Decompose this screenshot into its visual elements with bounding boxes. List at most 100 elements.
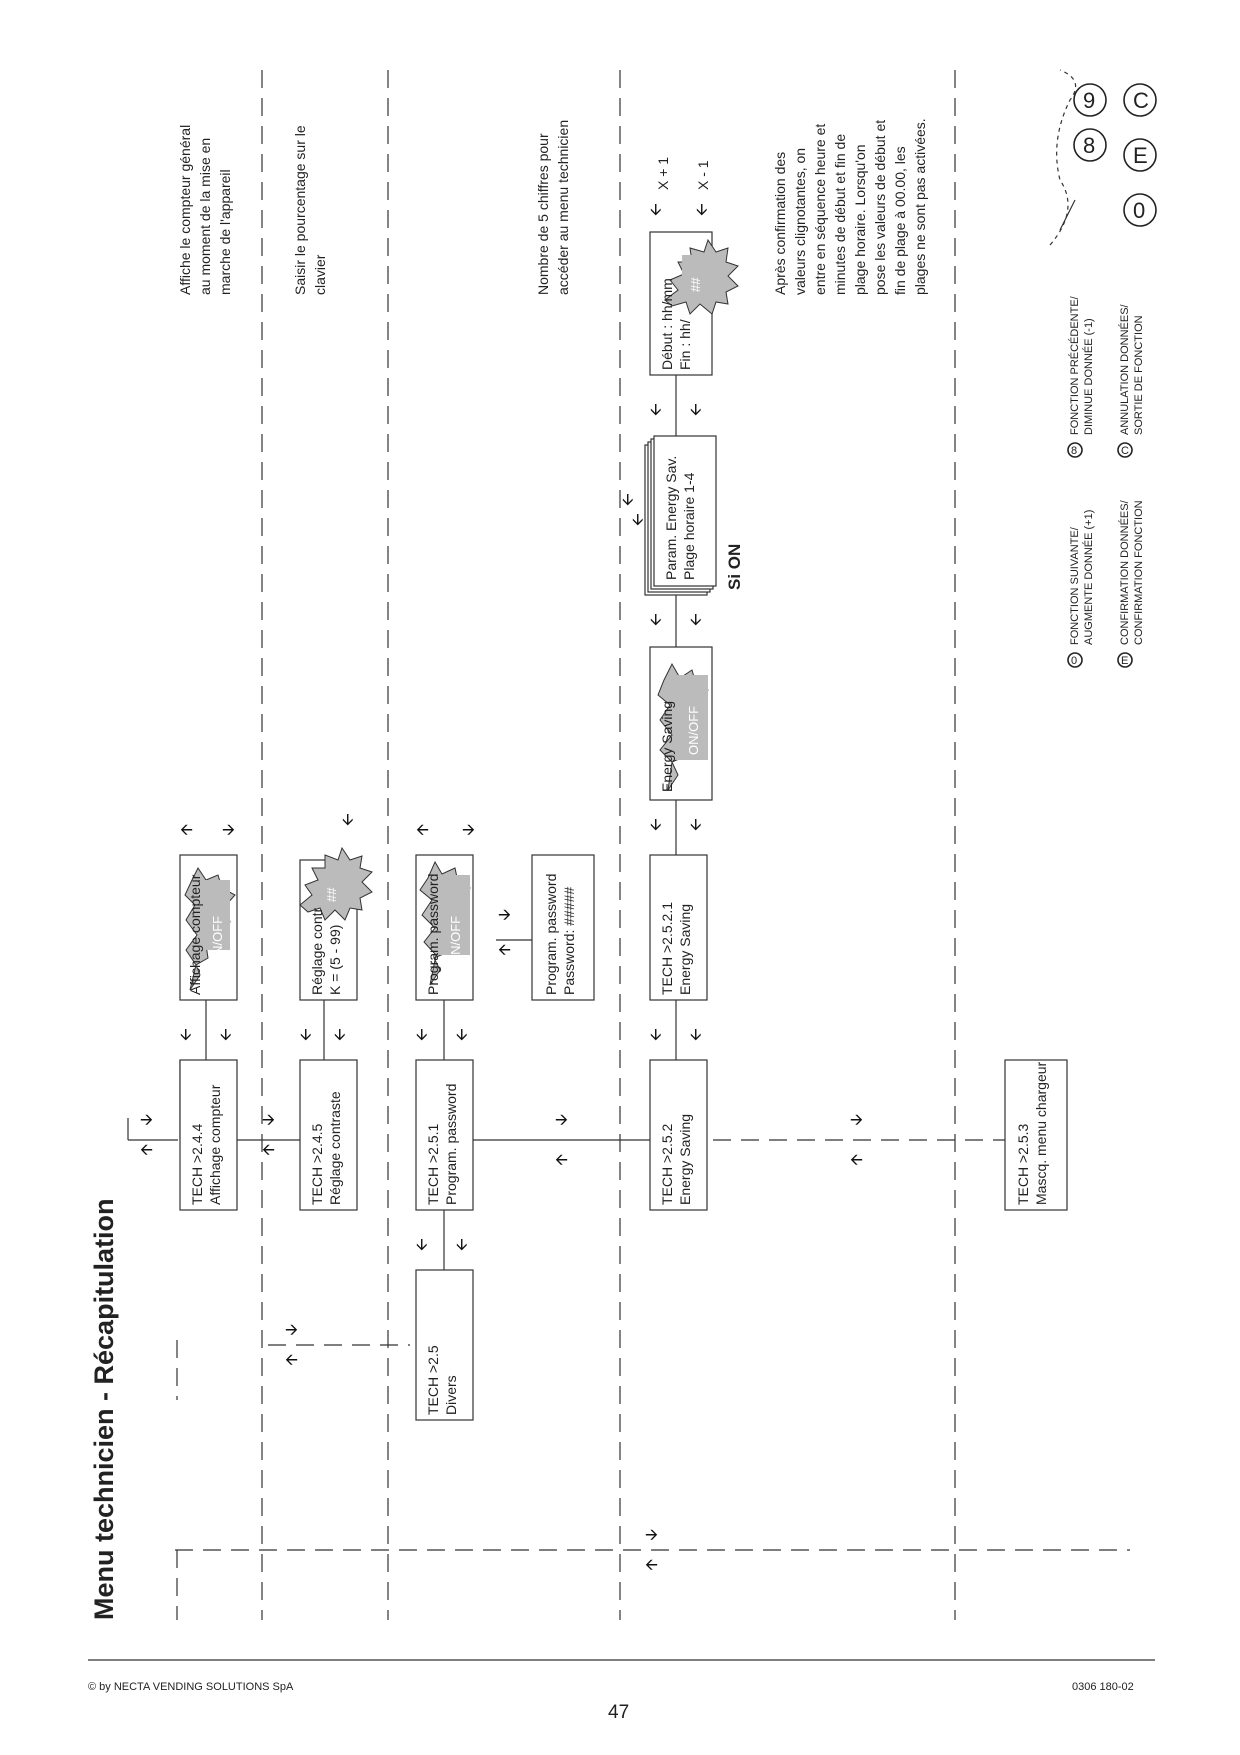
node-tech-2-5-line2: Divers xyxy=(443,1375,459,1415)
page-title: Menu technicien - Récapitulation xyxy=(89,1198,119,1620)
node-program-password-label: Program. password xyxy=(425,874,441,995)
arrow-up-icon: 🡫 xyxy=(650,815,662,834)
svg-text:8: 8 xyxy=(1071,445,1077,457)
arrow-down-icon: 🡫 xyxy=(334,1025,346,1044)
node-tech-2-4-5-line1: TECH >2.4.5 xyxy=(309,1123,325,1205)
node-tech-2-5[interactable]: TECH >2.5 Divers xyxy=(415,1269,474,1421)
node-reglage-contraste-value[interactable]: Réglage contr K = (5 - 99) ## xyxy=(299,846,373,1001)
node-tech-2-4-5[interactable]: TECH >2.4.5 Réglage contraste xyxy=(299,1059,358,1211)
svg-text:CONFIRMATION DONNÉES/: CONFIRMATION DONNÉES/ xyxy=(1118,499,1131,645)
legend: 0 FONCTION SUIVANTE/ AUGMENTE DONNÉE (+1… xyxy=(1049,69,1157,668)
node-tech-2-5-1-line1: TECH >2.5.1 xyxy=(425,1123,441,1205)
svg-text:au moment de la mise en: au moment de la mise en xyxy=(197,138,213,295)
node-energy-saving-value[interactable]: Energy Saving ON/OFF xyxy=(649,646,713,801)
key-9-big-icon xyxy=(1073,83,1107,117)
node-tech-2-5-2-1[interactable]: TECH >2.5.2.1 Energy Saving xyxy=(649,854,708,1001)
node-tech-2-5-3-line2: Mascq. menu chargeur xyxy=(1033,1061,1049,1205)
key-8-big-icon xyxy=(1073,128,1107,162)
svg-text:entre en séquence heure et: entre en séquence heure et xyxy=(812,124,828,295)
node-tech-2-5-3[interactable]: TECH >2.5.3 Mascq. menu chargeur xyxy=(1004,1059,1068,1211)
node-program-password-onoff: ON/OFF xyxy=(448,916,463,965)
svg-text:accéder au menu technicien: accéder au menu technicien xyxy=(555,120,571,295)
arrow-right-icon: 🡪 xyxy=(645,1525,658,1544)
connectors xyxy=(179,375,677,1270)
node-param-energy-sav[interactable]: Param. Energy Sav. Plage horaire 1-4 xyxy=(644,435,717,596)
arrow-up-icon: 🡫 xyxy=(650,1025,662,1044)
arrow-right-icon: 🡪 xyxy=(462,820,475,839)
svg-text:clavier: clavier xyxy=(312,254,328,295)
node-tech-2-5-2-line2: Energy Saving xyxy=(677,1114,693,1205)
svg-text:fin de plage à 00.00, les: fin de plage à 00.00, les xyxy=(892,146,908,295)
key-0-big-icon xyxy=(1123,193,1157,227)
arrow-up-icon: 🡫 xyxy=(650,200,662,219)
svg-text:FONCTION SUIVANTE/: FONCTION SUIVANTE/ xyxy=(1069,526,1081,645)
node-param-energy-sav-line2: Plage horaire 1-4 xyxy=(681,472,697,580)
node-tech-2-5-1[interactable]: TECH >2.5.1 Program. password xyxy=(415,1059,474,1211)
arrow-left-icon: 🡨 xyxy=(850,1150,863,1169)
legend-next: 0 FONCTION SUIVANTE/ AUGMENTE DONNÉE (+1… xyxy=(1067,510,1095,668)
arrow-down-icon: 🡫 xyxy=(696,200,708,219)
legend-confirm: E CONFIRMATION DONNÉES/ CONFIRMATION FON… xyxy=(1117,499,1145,668)
node-plage-horaire-value[interactable]: Début : hh/mm Fin : hh/ ## xyxy=(649,231,739,376)
arrow-glyphs: 🡨 🡪 🡫 🡫 🡨 🡪 🡪 🡨 🡫 🡫 🡫 🡪 🡨 🡫 🡫 🡫 🡫 🡨 🡪 🡪 … xyxy=(140,200,863,1574)
node-tech-2-5-2[interactable]: TECH >2.5.2 Energy Saving xyxy=(649,1059,708,1211)
node-reglage-contraste-range: K = (5 - 99) xyxy=(327,925,343,995)
node-tech-2-4-4-line2: Affichage compteur xyxy=(207,1084,223,1205)
doc-code: 0306 180-02 xyxy=(1072,1681,1134,1693)
node-affichage-compteur-label: Affichage compteur xyxy=(187,874,203,995)
node-tech-2-5-2-1-line1: TECH >2.5.2.1 xyxy=(659,902,675,995)
node-tech-2-5-1-line2: Program. password xyxy=(443,1084,459,1205)
arrow-down-icon: 🡫 xyxy=(690,815,702,834)
svg-text:E: E xyxy=(1133,143,1148,168)
arrow-left-icon: 🡨 xyxy=(180,820,193,839)
blink-burst-contraste xyxy=(299,846,373,921)
svg-text:Affiche le compteur général: Affiche le compteur général xyxy=(177,125,193,295)
svg-text:FONCTION PRÉCÉDENTE/: FONCTION PRÉCÉDENTE/ xyxy=(1068,295,1081,435)
arrow-down-icon: 🡫 xyxy=(632,510,644,529)
arrow-right-icon: 🡪 xyxy=(140,1110,153,1129)
arrow-left-icon: 🡨 xyxy=(140,1140,153,1159)
arrow-right-icon: 🡪 xyxy=(498,905,511,924)
arrow-right-icon: 🡪 xyxy=(850,1110,863,1129)
svg-text:plages ne sont pas activées.: plages ne sont pas activées. xyxy=(912,118,928,295)
node-reglage-contraste-hash: ## xyxy=(324,887,339,902)
arrow-left-icon: 🡨 xyxy=(262,1140,275,1159)
node-plage-horaire-hash: ## xyxy=(688,277,703,292)
si-on-label: Si ON xyxy=(725,544,744,590)
arrow-left-icon: 🡨 xyxy=(645,1555,658,1574)
arrow-right-icon: 🡪 xyxy=(555,1110,568,1129)
node-tech-2-4-5-line2: Réglage contraste xyxy=(327,1091,343,1205)
node-tech-2-4-4[interactable]: TECH >2.4.4 Affichage compteur xyxy=(179,1059,238,1211)
arrow-down-icon: 🡫 xyxy=(220,1025,232,1044)
key-c-big-icon xyxy=(1123,83,1157,117)
node-tech-2-5-3-line1: TECH >2.5.3 xyxy=(1015,1123,1031,1205)
node-reglage-contraste-label: Réglage contr xyxy=(309,907,325,995)
node-program-password-entry[interactable]: Program. password Password: ##### xyxy=(531,854,595,1001)
svg-text:Saisir le pourcentage sur le: Saisir le pourcentage sur le xyxy=(292,125,308,295)
legend-prev: 8 FONCTION PRÉCÉDENTE/ DIMINUE DONNÉE (-… xyxy=(1067,295,1095,458)
note-compteur: Affiche le compteur général au moment de… xyxy=(177,125,233,295)
node-tech-2-5-2-line1: TECH >2.5.2 xyxy=(659,1123,675,1205)
node-affichage-compteur-onoff: ON/OFF xyxy=(210,916,225,965)
svg-text:AUGMENTE DONNÉE (+1): AUGMENTE DONNÉE (+1) xyxy=(1082,510,1095,645)
svg-text:ANNULATION DONNÉES/: ANNULATION DONNÉES/ xyxy=(1118,303,1131,435)
key-0-icon xyxy=(1067,652,1083,668)
node-program-password-value[interactable]: Program. password ON/OFF xyxy=(415,854,474,1001)
svg-text:0: 0 xyxy=(1071,655,1077,667)
arrow-left-icon: 🡨 xyxy=(498,940,511,959)
svg-text:marche de l'appareil: marche de l'appareil xyxy=(217,169,233,295)
arrow-up-icon: 🡫 xyxy=(342,810,354,829)
svg-text:C: C xyxy=(1121,445,1129,457)
svg-text:Après confirmation des: Après confirmation des xyxy=(772,152,788,295)
svg-text:DIMINUE DONNÉE (-1): DIMINUE DONNÉE (-1) xyxy=(1082,318,1095,435)
key-8-icon xyxy=(1067,442,1083,458)
svg-text:E: E xyxy=(1121,655,1128,667)
arrow-right-icon: 🡪 xyxy=(262,1110,275,1129)
node-affichage-compteur-value[interactable]: Affichage compteur ON/OFF xyxy=(179,854,238,1001)
node-energy-saving-label: Energy Saving xyxy=(659,701,675,792)
svg-text:9: 9 xyxy=(1083,88,1095,113)
arrow-up-icon: 🡫 xyxy=(622,490,634,509)
arrow-up-icon: 🡫 xyxy=(416,1235,428,1254)
node-tech-2-4-4-line1: TECH >2.4.4 xyxy=(189,1123,205,1205)
